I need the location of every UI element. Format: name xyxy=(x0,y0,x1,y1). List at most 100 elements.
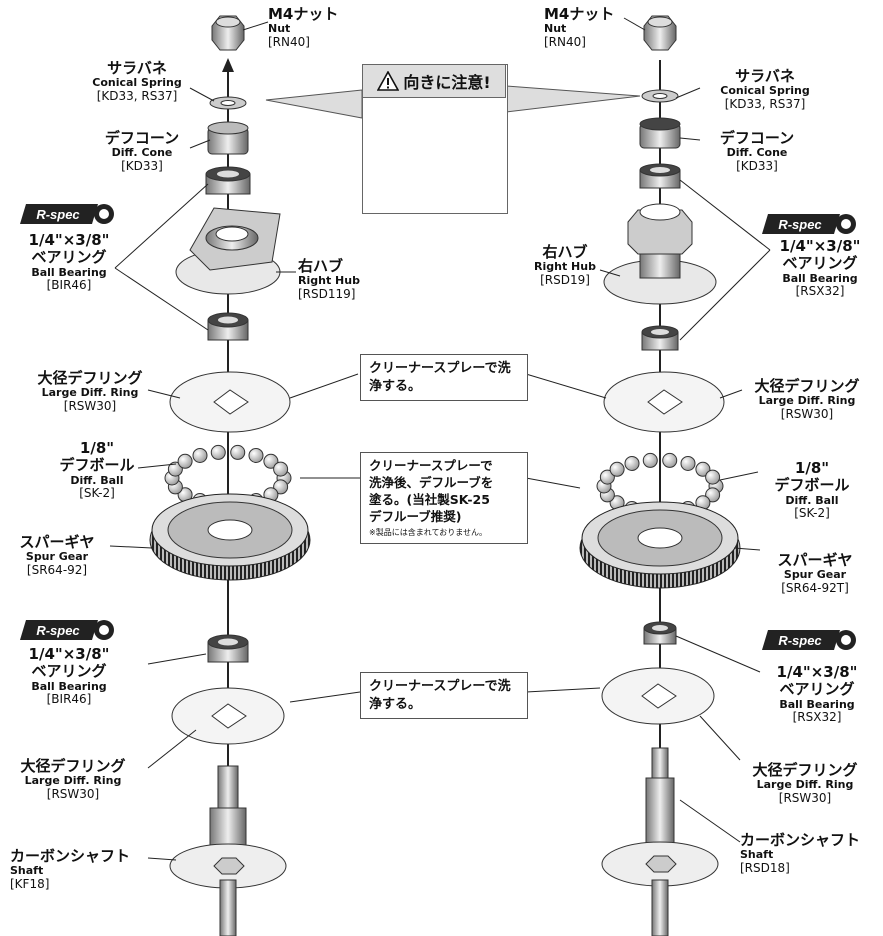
label-en: Shaft xyxy=(740,848,774,862)
note-clean-2: クリーナースプレーで洗浄する。 xyxy=(360,672,528,720)
left-ring2-label: 大径デフリング Large Diff. Ring [RSW30] xyxy=(8,757,138,802)
label-jp: 大径デフリング xyxy=(20,757,126,775)
diff-ball-icon xyxy=(192,447,208,463)
label-jp: M4ナット xyxy=(268,5,339,23)
label-jp: デフコーン xyxy=(719,129,795,147)
left-nut-label: M4ナット Nut [RN40] xyxy=(268,5,339,50)
label-code: [SK-2] xyxy=(794,506,830,521)
rspec-badge-icon: R-spec xyxy=(20,204,114,224)
label-jp: 右ハブ xyxy=(542,243,588,261)
label-en: Diff. Cone xyxy=(726,146,788,160)
left-ring2-part xyxy=(171,687,285,745)
diff-ball-icon xyxy=(695,461,711,477)
label-jp: サラバネ xyxy=(107,59,167,77)
label-code: [RSX32] xyxy=(795,284,845,299)
left-nut-part xyxy=(211,15,245,51)
diff-ball-icon xyxy=(167,461,183,477)
left-bearing-lower-hub xyxy=(207,312,249,341)
label-jp: 大径デフリング xyxy=(754,377,860,395)
right-cone-label: デフコーン Diff. Cone [KD33] xyxy=(702,129,812,174)
label-code: [SK-2] xyxy=(79,486,115,501)
left-hub-label: 右ハブ Right Hub [RSD119] xyxy=(298,257,360,302)
right-bearing2-part xyxy=(643,621,677,645)
label-code: [BIR46] xyxy=(46,692,92,707)
note-line-2: 洗浄後、デフルーブを xyxy=(369,474,494,490)
note-clean-2-text: クリーナースプレーで洗浄する。 xyxy=(369,679,511,712)
diff-ball-icon xyxy=(662,452,678,468)
label-jp: デフボール xyxy=(774,476,850,495)
label-code: [BIR46] xyxy=(46,278,92,293)
right-gear-label: スパーギヤ Spur Gear [SR64-92T] xyxy=(760,551,870,596)
right-ring2-part xyxy=(601,667,715,725)
label-en: Large Diff. Ring xyxy=(24,774,122,788)
diff-ball-icon xyxy=(177,453,193,469)
label-code: [RSW30] xyxy=(778,790,832,805)
right-bearing1-part xyxy=(639,163,681,189)
right-shaft-label: カーボンシャフト Shaft [RSD18] xyxy=(740,831,860,876)
right-ring1-label: 大径デフリング Large Diff. Ring [RSW30] xyxy=(742,377,872,422)
diff-ball-icon xyxy=(624,455,640,471)
label-code: [RSD19] xyxy=(540,272,590,287)
label-code: [SR64-92] xyxy=(26,562,88,577)
left-bearing2-part xyxy=(207,634,249,663)
note-disclaimer: ※製品には含まれておりません。 xyxy=(369,527,487,537)
diff-ball-icon xyxy=(599,469,615,485)
left-spur-gear-part xyxy=(149,493,311,581)
label-code: [KF18] xyxy=(10,876,50,891)
label-en: Nut xyxy=(544,22,567,36)
label-en: Large Diff. Ring xyxy=(758,394,856,408)
right-nut-part xyxy=(643,15,677,51)
diff-ball-icon xyxy=(273,461,289,477)
label-size: 1/4"×3/8" xyxy=(779,237,861,255)
diff-ball-icon xyxy=(680,455,696,471)
diff-ball-icon xyxy=(642,452,658,468)
diff-ball-icon xyxy=(210,444,226,460)
label-code: [RSD18] xyxy=(740,860,790,875)
label-jp: スパーギヤ xyxy=(19,533,95,551)
diff-ball-icon xyxy=(263,453,279,469)
label-code: [KD33, RS37] xyxy=(724,96,806,111)
note-clean-grease: クリーナースプレーで 洗浄後、デフルーブを 塗る。(当社製SK-25 デフルーブ… xyxy=(360,452,528,545)
right-spring-label: サラバネ Conical Spring [KD33, RS37] xyxy=(700,67,830,112)
rspec-badge-icon: R-spec xyxy=(762,214,856,234)
label-code: [KD33, RS37] xyxy=(96,88,178,103)
note-clean-1: クリーナースプレーで洗浄する。 xyxy=(360,354,528,402)
right-ball-label: 1/8" デフボール Diff. Ball [SK-2] xyxy=(762,459,862,521)
right-shaft-part xyxy=(601,747,719,936)
right-hub-part xyxy=(603,203,717,305)
left-bearing1-label: 1/4"×3/8" ベアリング Ball Bearing [BIR46] xyxy=(22,231,116,293)
label-en: Shaft xyxy=(10,864,44,878)
label-jp: カーボンシャフト xyxy=(10,847,131,865)
left-ring1-label: 大径デフリング Large Diff. Ring [RSW30] xyxy=(30,369,150,414)
label-jp: デフボール xyxy=(59,456,135,475)
left-ball-label: 1/8" デフボール Diff. Ball [SK-2] xyxy=(52,439,142,501)
label-en: Ball Bearing xyxy=(782,271,858,285)
label-en: Diff. Ball xyxy=(785,493,839,507)
right-bearing-lower-hub xyxy=(641,325,679,351)
label-en: Diff. Cone xyxy=(111,146,173,160)
label-en: Ball Bearing xyxy=(31,679,107,693)
rspec-badge-icon: R-spec xyxy=(20,620,114,640)
rspec-badge-text: R-spec xyxy=(36,207,80,222)
right-spur-gear-part xyxy=(579,501,741,589)
diff-ball-icon xyxy=(248,447,264,463)
diff-ball-icon xyxy=(273,479,289,495)
label-code: [RN40] xyxy=(268,34,310,49)
right-ring1-part xyxy=(603,371,725,433)
label-jp: ベアリング xyxy=(31,248,107,267)
label-code: [KD33] xyxy=(121,158,163,173)
right-nut-label: M4ナット Nut [RN40] xyxy=(544,5,614,50)
label-size: 1/4"×3/8" xyxy=(28,231,110,249)
label-en: Diff. Ball xyxy=(70,473,124,487)
rspec-badge-text: R-spec xyxy=(778,217,822,232)
warning-header: 向きに注意! xyxy=(362,64,506,98)
warning-triangle-icon xyxy=(377,71,400,91)
label-code: [RSX32] xyxy=(792,710,842,725)
left-gear-label: スパーギヤ Spur Gear [SR64-92] xyxy=(2,533,112,578)
label-jp: 大径デフリング xyxy=(37,369,143,387)
right-ring2-label: 大径デフリング Large Diff. Ring [RSW30] xyxy=(740,761,870,806)
label-code: [RSW30] xyxy=(780,406,834,421)
label-jp: スパーギヤ xyxy=(777,551,853,569)
left-shaft-label: カーボンシャフト Shaft [KF18] xyxy=(10,847,131,892)
